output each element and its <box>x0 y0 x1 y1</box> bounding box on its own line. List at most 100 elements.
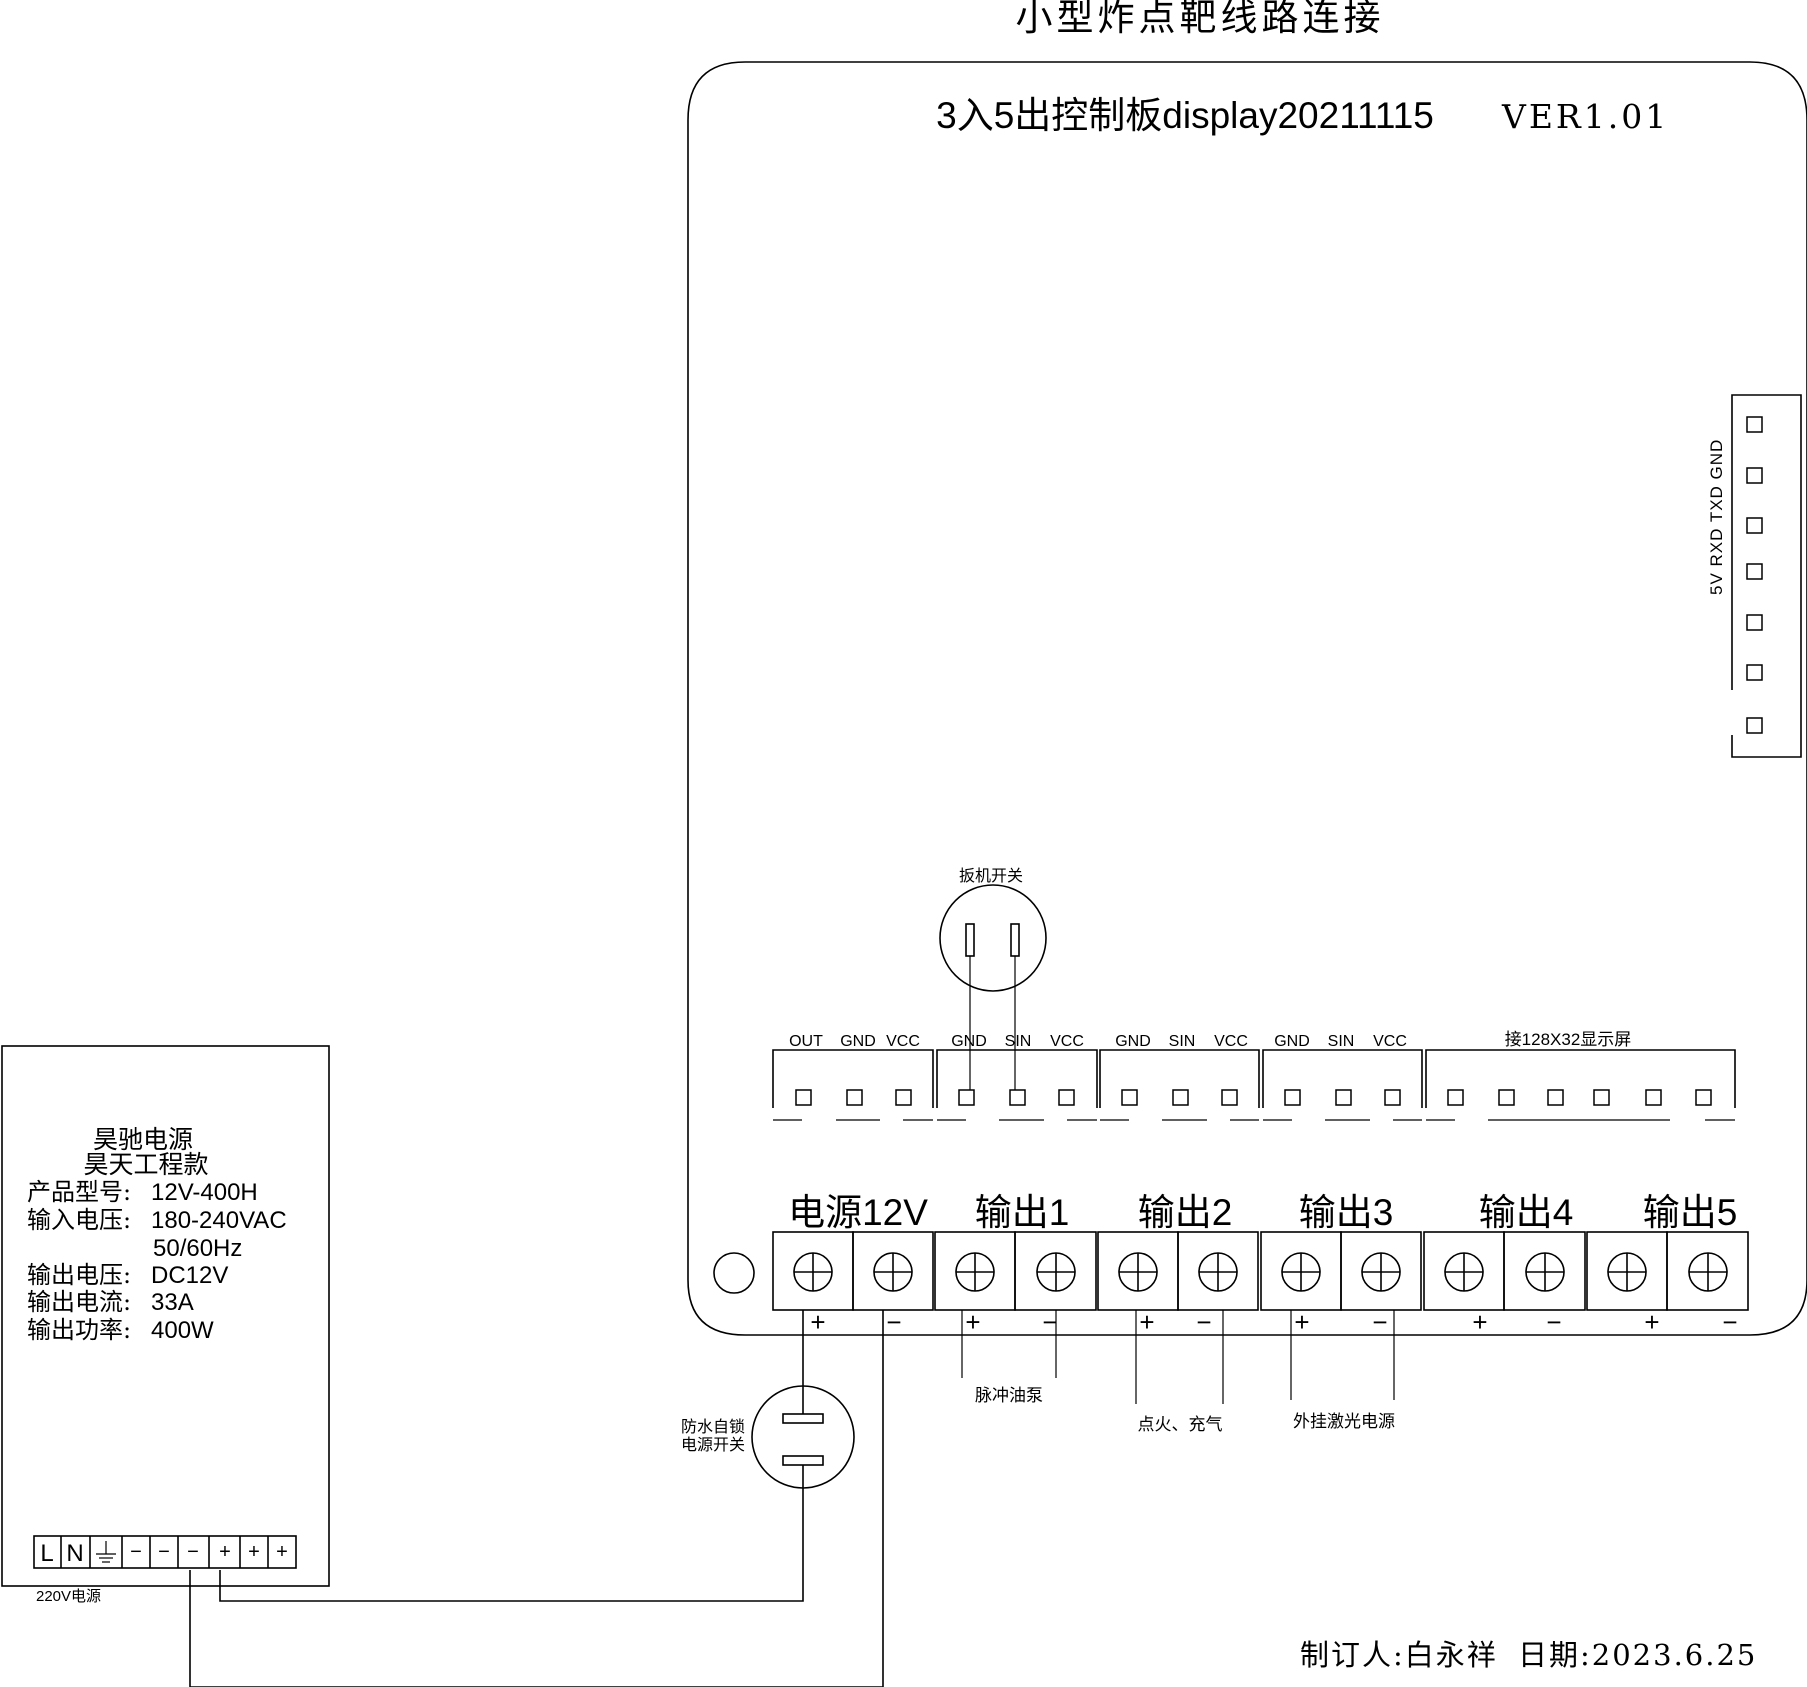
serial-pin <box>1746 563 1763 580</box>
board-name: 3入5出控制板display20211115 <box>936 95 1434 136</box>
header-pin <box>795 1089 812 1106</box>
header-pin <box>1447 1089 1464 1106</box>
terminal-group-label: 输出3 <box>1299 1192 1394 1233</box>
header-label: SIN <box>1005 1033 1032 1050</box>
footer-date: 日期:2023.6.25 <box>1518 1638 1757 1672</box>
power-switch-label-line1: 防水自锁 <box>681 1417 745 1436</box>
psu-spec-value: 400W <box>151 1317 214 1344</box>
serial-pin <box>1746 614 1763 631</box>
header-label: OUT <box>789 1033 823 1050</box>
polarity-mark: + <box>1294 1307 1309 1337</box>
screw-terminal <box>1014 1231 1097 1311</box>
header-pin <box>1009 1089 1026 1106</box>
header-pin <box>1695 1089 1712 1106</box>
screw-terminal <box>1423 1231 1505 1311</box>
polarity-mark: + <box>1139 1307 1154 1337</box>
ground-icon <box>96 1541 116 1563</box>
power-switch-contact <box>782 1455 824 1466</box>
header-group-frame <box>772 1049 934 1108</box>
screw-terminal <box>1340 1231 1422 1311</box>
trigger-switch-label: 扳机开关 <box>959 866 1023 885</box>
polarity-mark: − <box>1372 1307 1387 1337</box>
board-version: VER1.01 <box>1501 97 1669 136</box>
wire-12v-minus-to-psu-minus <box>189 1310 884 1687</box>
control-board-outline <box>687 61 1807 1336</box>
header-pin <box>1221 1089 1238 1106</box>
psu-spec-value: 50/60Hz <box>153 1235 242 1262</box>
header-label: GND <box>840 1033 876 1050</box>
polarity-mark: + <box>1472 1307 1487 1337</box>
screw-terminal-block <box>772 1231 1749 1311</box>
polarity-mark: + <box>965 1307 980 1337</box>
polarity-mark: − <box>886 1307 901 1337</box>
header-group-frame <box>1099 1049 1260 1108</box>
serial-pin <box>1746 517 1763 534</box>
psu-terminal-label: − <box>130 1541 142 1563</box>
psu-terminal-label: + <box>276 1541 288 1563</box>
header-pin <box>958 1089 975 1106</box>
psu-terminal-frame <box>33 1535 297 1569</box>
polarity-mark: + <box>1644 1307 1659 1337</box>
psu-terminal-label: + <box>219 1541 231 1563</box>
header-label: GND <box>1274 1033 1310 1050</box>
screw-terminal <box>1097 1231 1179 1311</box>
psu-terminal-strip: L N − − − + + + <box>33 1535 297 1569</box>
header-label: SIN <box>1328 1033 1355 1050</box>
psu-terminal-label: − <box>158 1541 170 1563</box>
header-pin <box>1335 1089 1352 1106</box>
psu-spec-label: 输入电压: <box>27 1206 131 1234</box>
psu-brand: 昊驰电源 <box>93 1125 193 1154</box>
psu-spec-label: 输出电流: <box>27 1288 131 1316</box>
header-pin <box>1121 1089 1138 1106</box>
footer-author: 制订人:白永祥 <box>1300 1638 1498 1672</box>
header-pin <box>1498 1089 1515 1106</box>
serial-pin <box>1746 416 1763 433</box>
serial-header-frame <box>1731 394 1802 758</box>
psu-spec-value: 12V-400H <box>151 1179 258 1206</box>
display-header-label: 接128X32显示屏 <box>1505 1030 1632 1049</box>
screw-terminal <box>852 1231 934 1311</box>
psu-spec-value: 33A <box>151 1289 194 1316</box>
polarity-mark: + <box>810 1307 825 1337</box>
header-label: SIN <box>1169 1033 1196 1050</box>
psu-spec-label: 产品型号: <box>27 1178 131 1206</box>
wire-switch-to-psu-plus <box>219 1465 804 1602</box>
header-pin <box>1645 1089 1662 1106</box>
psu-terminal-label: + <box>248 1541 260 1563</box>
screw-terminal <box>1586 1231 1668 1311</box>
terminal-group-label: 电源12V <box>788 1192 928 1233</box>
screw-terminal <box>1260 1231 1342 1311</box>
trigger-switch: 扳机开关 <box>939 866 1047 1098</box>
header-label: GND <box>951 1033 987 1050</box>
serial-pin <box>1746 664 1763 681</box>
polarity-mark: − <box>1196 1307 1211 1337</box>
header-pin <box>1593 1089 1610 1106</box>
serial-header-label: 5V RXD TXD GND <box>1707 439 1726 595</box>
header-group-frame <box>1425 1049 1736 1108</box>
psu-terminal-label: N <box>66 1540 83 1567</box>
terminal-group-label: 输出2 <box>1138 1192 1233 1233</box>
header-pin <box>1384 1089 1401 1106</box>
pin-header-row: OUT GND VCC GND SIN VCC GND SIN VCC GND … <box>772 1030 1736 1121</box>
psu-spec-value: 180-240VAC <box>151 1207 287 1234</box>
mounting-hole <box>713 1252 755 1294</box>
header-pin <box>1172 1089 1189 1106</box>
header-label: VCC <box>886 1033 920 1050</box>
header-group-frame <box>1262 1049 1423 1108</box>
serial-pin <box>1746 467 1763 484</box>
header-pin <box>846 1089 863 1106</box>
screw-terminal <box>934 1231 1016 1311</box>
header-pin <box>1284 1089 1301 1106</box>
load-label-pulse-pump: 脉冲油泵 <box>975 1386 1043 1406</box>
header-pin <box>895 1089 912 1106</box>
trigger-switch-contact <box>965 923 975 957</box>
serial-pin <box>1746 717 1763 734</box>
diagram-title: 小型炸点靶线路连接 <box>1016 0 1385 39</box>
psu-input-label: 220V电源 <box>36 1588 101 1605</box>
polarity-mark: − <box>1722 1307 1737 1337</box>
serial-header: 5V RXD TXD GND <box>1707 394 1802 758</box>
trigger-switch-contact <box>1010 923 1020 957</box>
header-group-frame <box>936 1049 1098 1108</box>
header-pin <box>1547 1089 1564 1106</box>
